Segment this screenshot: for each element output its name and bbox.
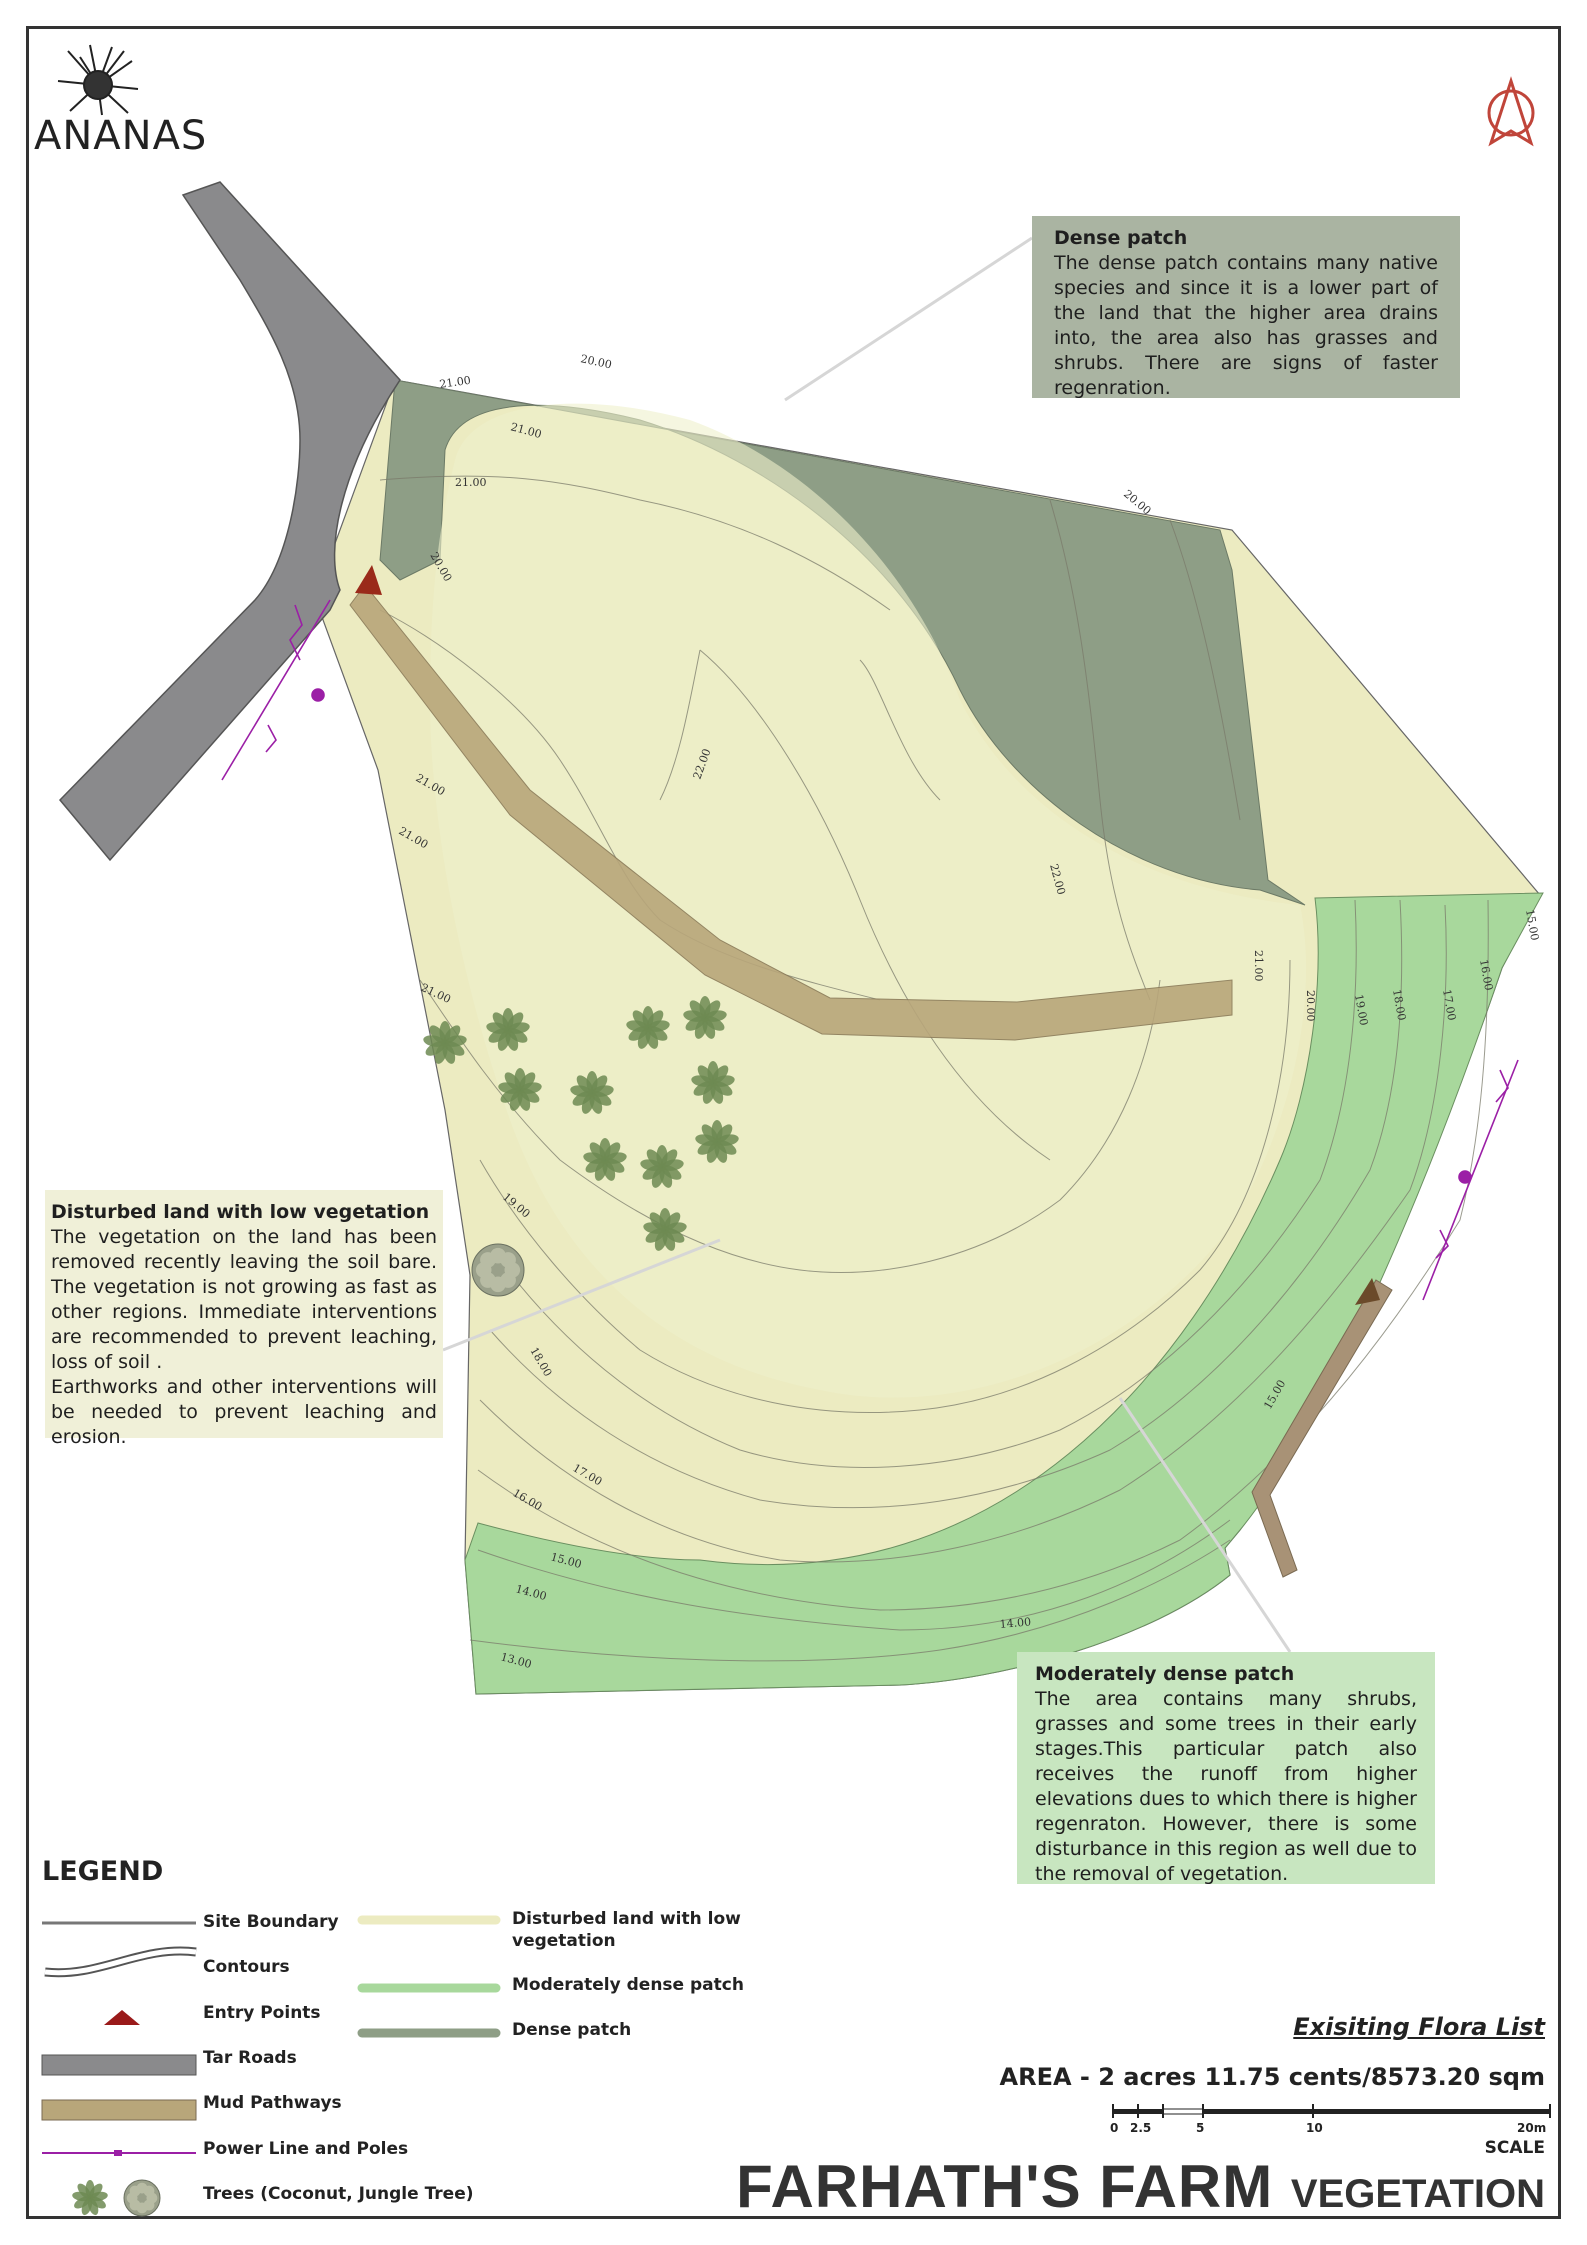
contour-label: 18.00: [1390, 988, 1408, 1021]
coconut-tree-icon: [643, 1208, 687, 1251]
site-area: AREA - 2 acres 11.75 cents/8573.20 sqm: [999, 2063, 1545, 2091]
callout-title: Dense patch: [1054, 227, 1188, 249]
flora-list-link[interactable]: Exisiting Flora List: [1293, 2013, 1545, 2041]
entry-point-icon[interactable]: [355, 565, 382, 595]
legend-trees: Trees (Coconut, Jungle Tree): [203, 2184, 474, 2204]
mud-pathway-east: [1251, 1279, 1393, 1578]
legend-title: LEGEND: [42, 1856, 164, 1887]
callout-disturbed-land: Disturbed land with low vegetation The v…: [45, 1190, 443, 1448]
tar-road: [58, 181, 401, 862]
contour-label: 21.00: [439, 374, 472, 391]
ananas-logo-icon: [57, 44, 139, 116]
legend-dense: Dense patch: [512, 2020, 632, 2040]
contour-label: 15.00: [1523, 908, 1541, 941]
legend-mud-pathways: Mud Pathways: [203, 2093, 342, 2113]
scale-bar: [1112, 2104, 1551, 2118]
coconut-tree-icon: [72, 2180, 108, 2216]
callout-body: The area contains many shrubs, grasses a…: [1035, 1688, 1417, 1885]
contour-label: 14.00: [999, 1615, 1032, 1631]
callout-dense-patch: Dense patch The dense patch contains man…: [1032, 216, 1460, 399]
disturbed-core: [430, 403, 1307, 1398]
contour-label: 20.00: [1304, 990, 1317, 1022]
scale-tick: 20m: [1517, 2121, 1547, 2135]
callout-body: The dense patch contains many native spe…: [1054, 252, 1438, 399]
trees: [423, 996, 739, 1297]
coconut-tree-icon: [626, 1006, 670, 1049]
map-title: FARHATH'S FARM VEGETATION: [736, 2152, 1545, 2221]
contour-label: 16.00: [1477, 958, 1495, 991]
jungle-tree-icon: [123, 2179, 161, 2217]
legend-moderate: Moderately dense patch: [512, 1975, 744, 1995]
coconut-tree-icon: [695, 1120, 739, 1163]
contour-label: 19.00: [1352, 993, 1370, 1026]
brand-logo-text: ANANAS: [34, 113, 208, 159]
callout-moderate-patch: Moderately dense patch The area contains…: [1017, 1652, 1435, 1885]
contour-label: 21.00: [1252, 950, 1265, 982]
coconut-tree-icon: [486, 1008, 530, 1051]
title-sub: VEGETATION: [1290, 2172, 1545, 2216]
legend-contours: Contours: [203, 1957, 290, 1977]
scale-tick: 5: [1196, 2121, 1205, 2135]
power-line-west: [221, 599, 331, 781]
coconut-tree-icon: [570, 1071, 614, 1114]
contour-labels: 21.0021.0021.0020.0020.0021.0021.0021.00…: [397, 352, 1542, 1671]
legend-disturbed: Disturbed land with low vegetation: [512, 1909, 741, 1951]
scale-tick: 0: [1110, 2121, 1119, 2135]
coconut-tree-icon: [423, 1021, 467, 1064]
callout-title: Disturbed land with low vegetation: [51, 1201, 430, 1223]
scale-tick: 2.5: [1130, 2121, 1152, 2135]
legend-site-boundary: Site Boundary: [203, 1912, 339, 1932]
mud-pathway: [349, 584, 1233, 1041]
leader-lines: [442, 236, 1292, 1653]
contour-label: 21.00: [455, 476, 487, 489]
legend-power-line: Power Line and Poles: [203, 2139, 409, 2159]
scale-tick: 10: [1306, 2121, 1323, 2135]
coconut-tree-icon: [640, 1145, 684, 1188]
callout-body-2: Earthworks and other interventions will …: [51, 1376, 437, 1448]
legend-tar-roads: Tar Roads: [203, 2048, 297, 2068]
entry-point-icon[interactable]: [1355, 1278, 1380, 1305]
legend-symbols: [41, 1915, 501, 2156]
coconut-tree-icon: [691, 1061, 735, 1104]
legend-tree-icons: [72, 2179, 161, 2217]
contour-label: 17.00: [1440, 988, 1458, 1021]
scale-label: SCALE: [1484, 2138, 1545, 2158]
coconut-tree-icon: [498, 1068, 542, 1111]
coconut-tree-icon: [683, 996, 727, 1039]
contour-label: 20.00: [579, 352, 613, 371]
power-line-east: [1422, 1059, 1519, 1301]
coconut-tree-icon: [583, 1138, 627, 1181]
legend-entry-points: Entry Points: [203, 2003, 321, 2023]
north-arrow-icon: [1487, 76, 1535, 147]
page-frame: [26, 26, 1561, 2219]
callout-body: The vegetation on the land has been remo…: [51, 1226, 437, 1373]
title-main: FARHATH'S FARM: [736, 2153, 1274, 2220]
jungle-tree-icon: [471, 1243, 525, 1297]
callout-title: Moderately dense patch: [1035, 1663, 1295, 1685]
